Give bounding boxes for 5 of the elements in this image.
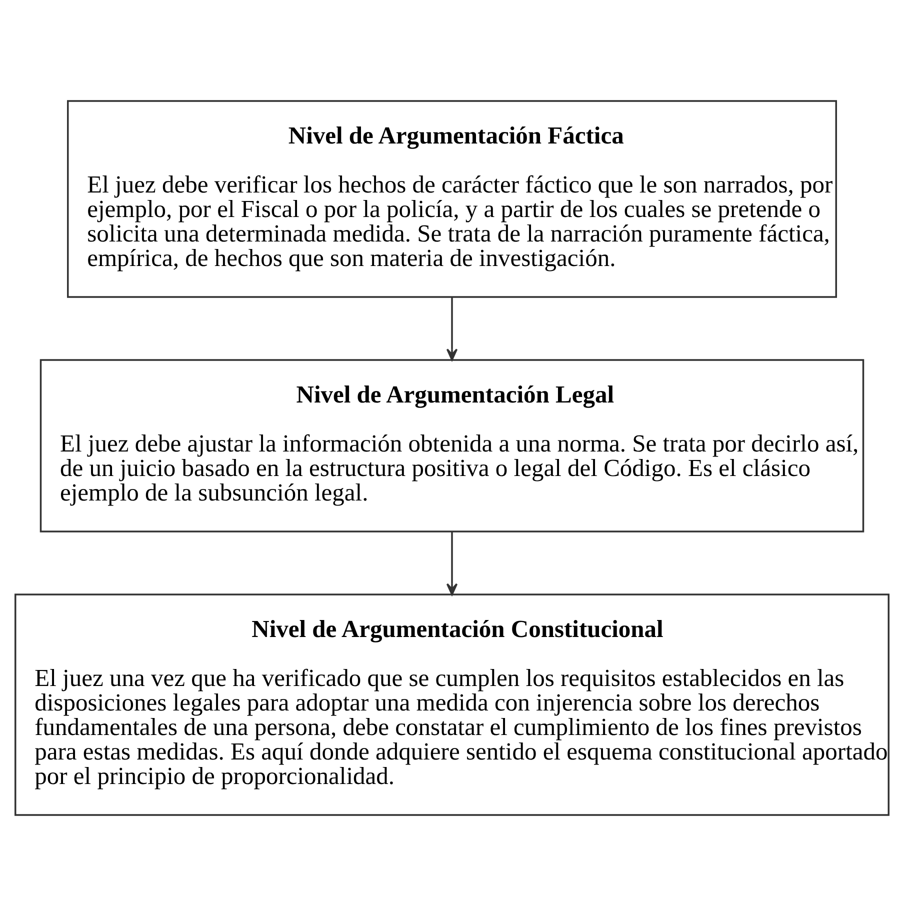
node-box: Nivel de Argumentación Fáctica El juez debe verificar los hechos de carácter fáctico que le son narrados, por ejemplo, por el Fiscal o por la policía, y a partir de los cuales se pretende o solicita una determinada medida. Se trata de la narración puramente fáctica, empírica, de hechos que son materia de investigación.	[67, 100, 837, 298]
arrow	[446, 296, 458, 360]
node-box: Nivel de Argumentación Constitucional El juez una vez que ha verificado que se cumplen los requisitos establecidos en las disposiciones legales para adoptar una medida con injerencia sobre los derechos fundamentales de una persona, debe constatar el cumplimiento de los fines previstos para estas medidas. Es aquí donde adquiere sentido el esquema constitucional aportado por el principio de proporcionalidad.	[14, 593, 890, 816]
arrow	[446, 532, 458, 595]
node-box: Nivel de Argumentación Legal El juez debe ajustar la información obtenida a una norma. Se trata por decirlo así, de un juicio basado en la estructura positiva o legal del Código. Es el clásico ejemplo de la subsunción legal.	[40, 358, 864, 532]
